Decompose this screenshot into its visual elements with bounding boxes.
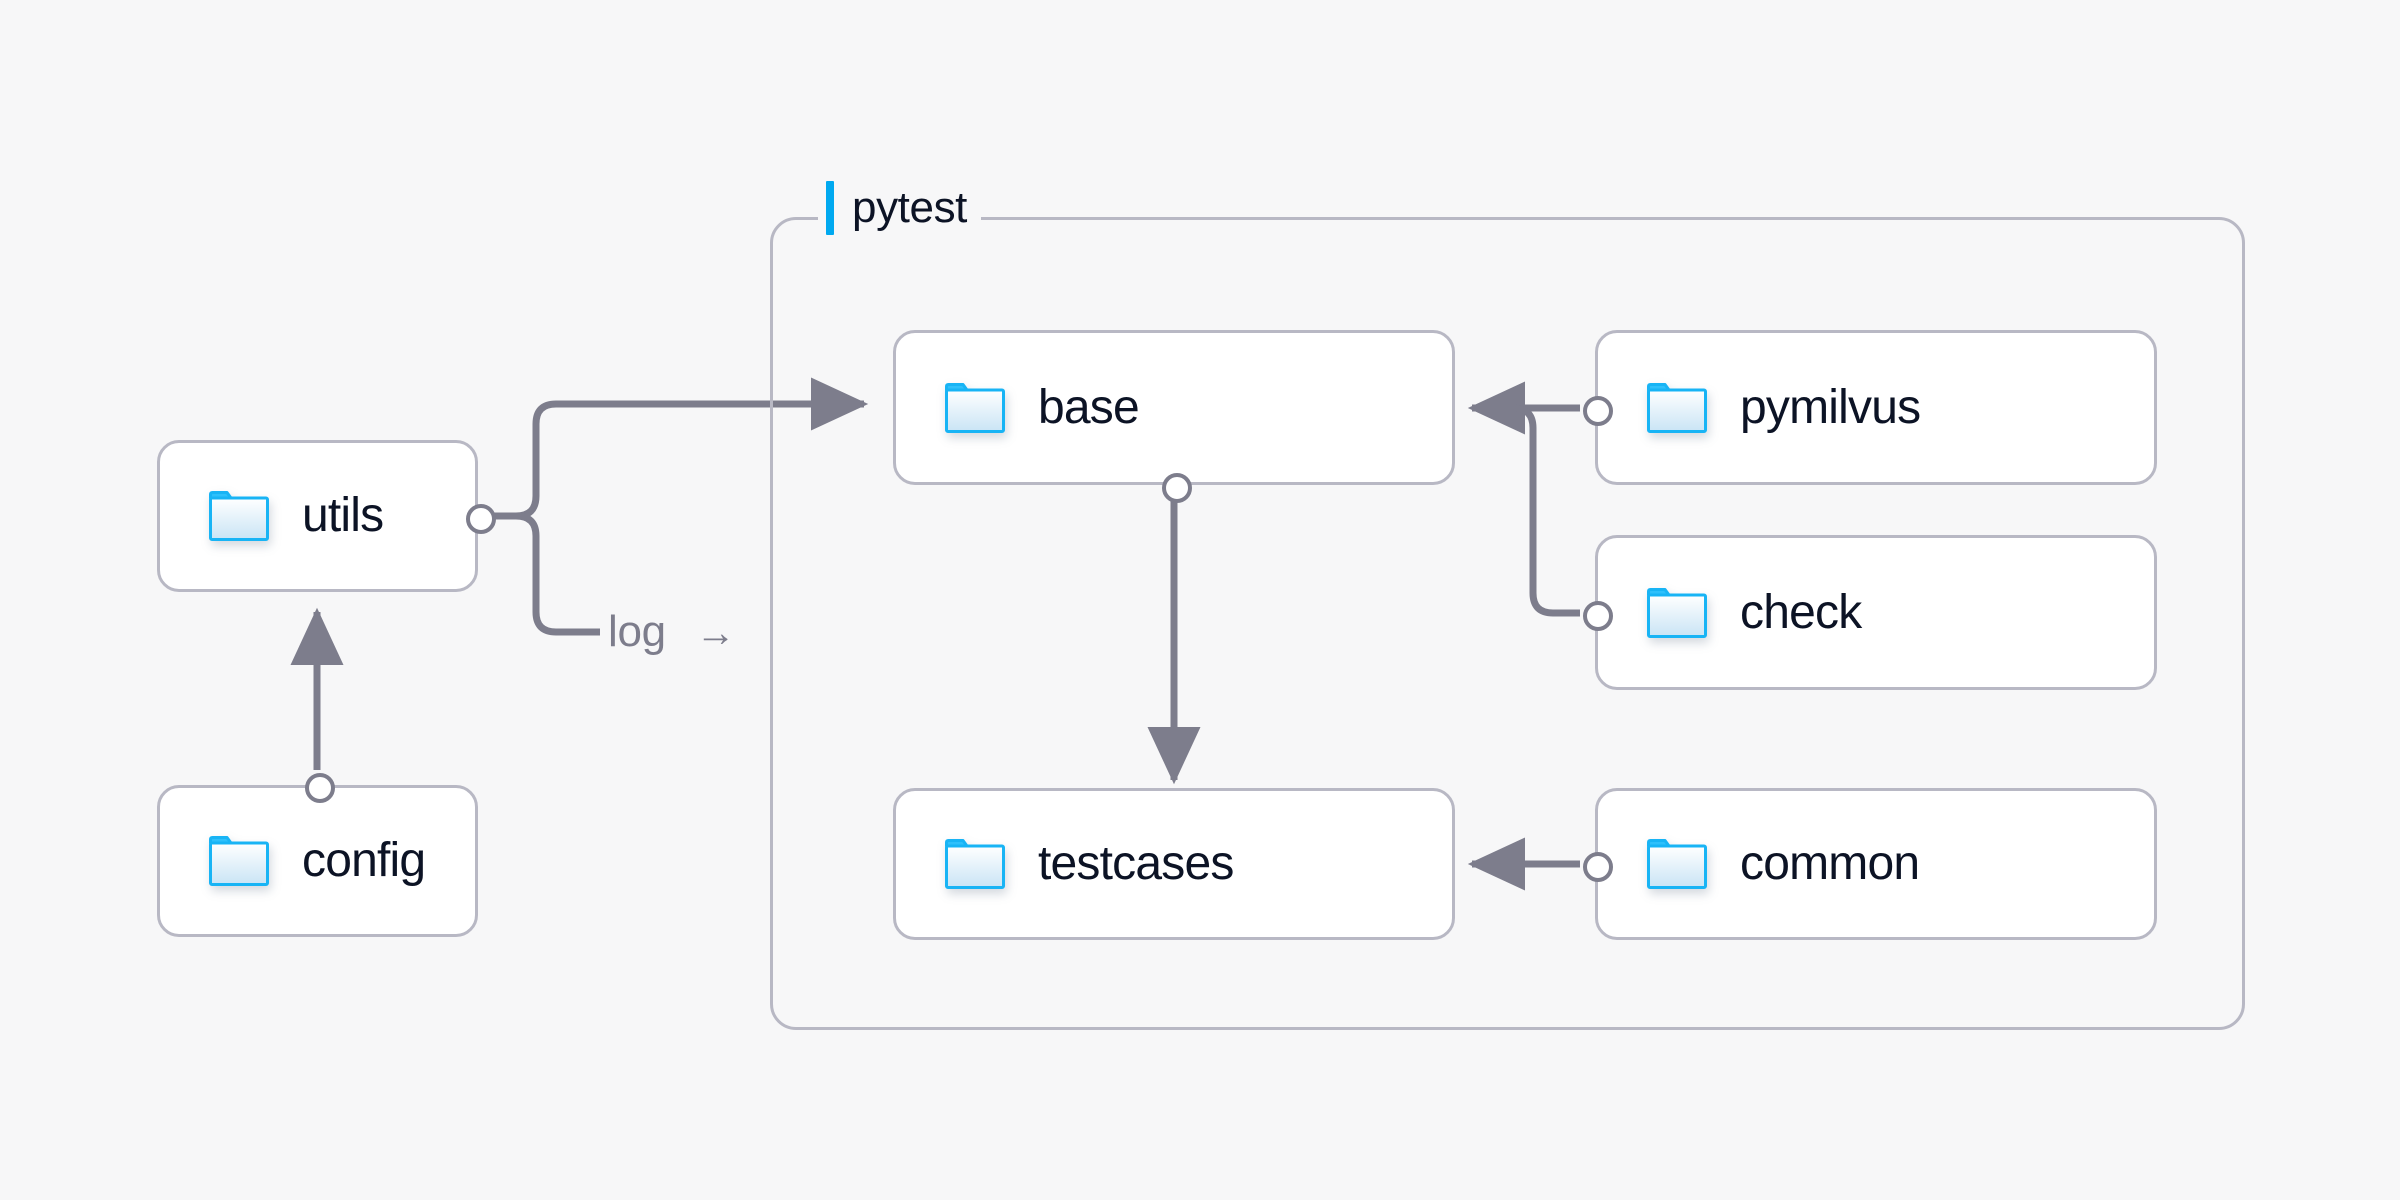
port-base-bottom[interactable] (1162, 473, 1192, 503)
node-check-label: check (1740, 585, 1862, 639)
node-utils-label: utils (302, 489, 384, 542)
edge-label-log: log → (600, 607, 744, 656)
folder-icon (209, 836, 269, 886)
node-common[interactable]: common (1583, 788, 2157, 940)
arrow-right-icon: → (695, 611, 736, 655)
folder-icon (1647, 382, 1707, 433)
node-testcases[interactable]: testcases (893, 788, 1455, 940)
port-check-left[interactable] (1583, 601, 1613, 631)
node-base[interactable]: base (893, 330, 1455, 503)
folder-icon (209, 491, 269, 541)
node-base-label: base (1038, 380, 1140, 434)
folder-icon (945, 839, 1005, 889)
folder-icon (1647, 587, 1707, 638)
node-common-label: common (1740, 837, 1920, 890)
node-testcases-label: testcases (1038, 837, 1234, 890)
edge-utils-to-log (493, 512, 600, 636)
port-pymilvus-left[interactable] (1583, 396, 1613, 426)
group-title: pytest (852, 183, 967, 232)
port-config-top[interactable] (305, 773, 335, 803)
group-pytest-label: pytest (818, 178, 981, 238)
folder-icon (1647, 839, 1707, 889)
node-pymilvus-label: pymilvus (1740, 380, 1921, 434)
port-utils-right[interactable] (466, 504, 496, 534)
group-pytest[interactable] (770, 217, 2245, 1030)
node-pymilvus[interactable]: pymilvus (1583, 330, 2157, 485)
node-utils[interactable]: utils (157, 440, 496, 592)
accent-bar-icon (826, 181, 834, 235)
node-config[interactable]: config (157, 773, 478, 937)
node-check[interactable]: check (1583, 535, 2157, 690)
folder-icon (945, 382, 1005, 433)
port-common-left[interactable] (1583, 852, 1613, 882)
node-config-label: config (302, 834, 426, 887)
edge-label-log-text: log (608, 607, 666, 656)
